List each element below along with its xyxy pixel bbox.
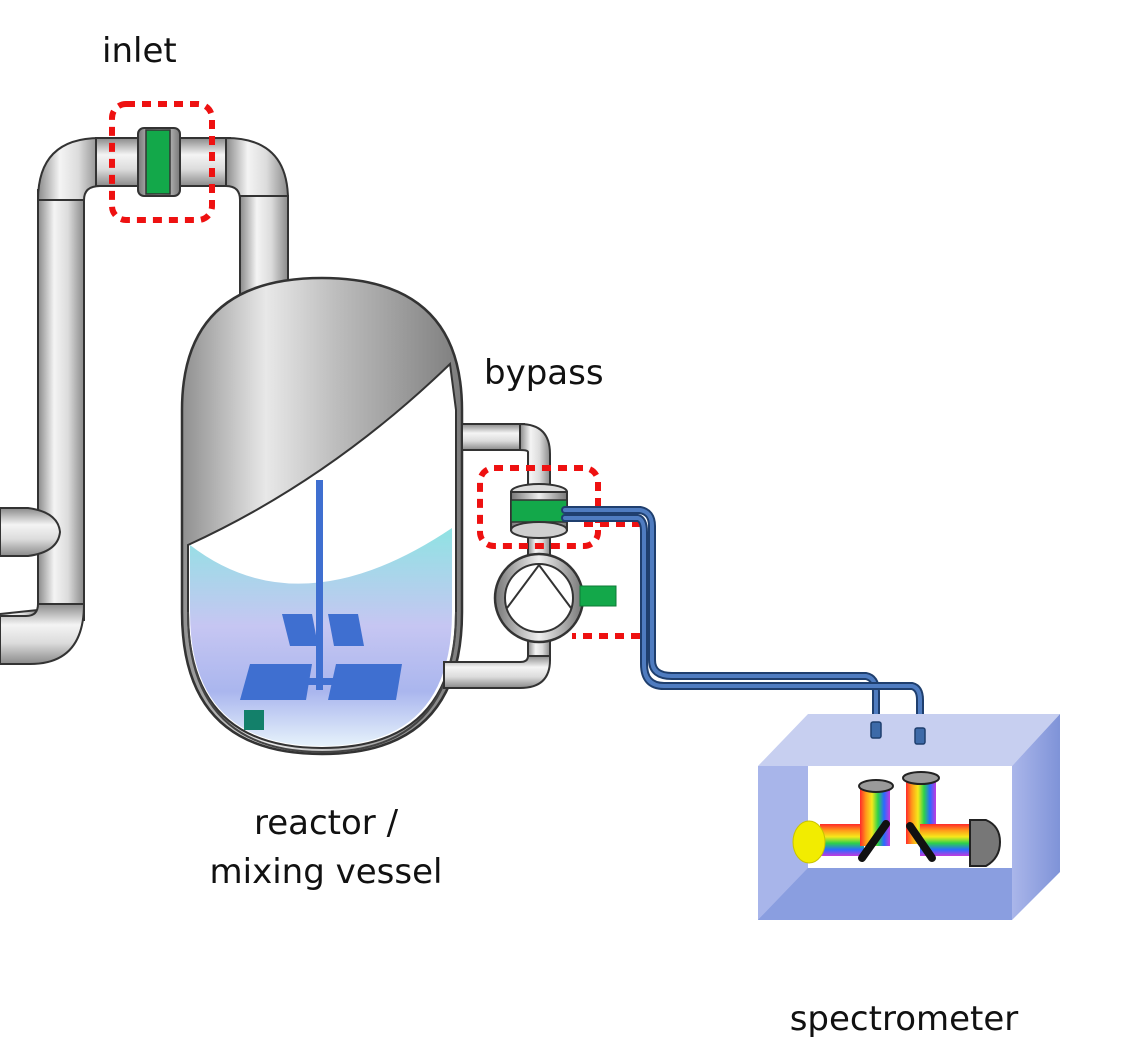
inlet-highlight-box (109, 101, 215, 223)
light-source (792, 820, 826, 864)
spectrometer-label: spectrometer (790, 999, 1019, 1039)
vessel-probe (244, 710, 264, 730)
detector (969, 819, 1002, 867)
spectrometer (758, 714, 1060, 920)
fiber-connector-in (870, 721, 882, 739)
mirror-1 (858, 820, 890, 862)
reactor-label-line1: reactor / (254, 803, 399, 843)
pump-highlight-box (572, 521, 655, 639)
bypass-sensor (510, 483, 568, 539)
pump (493, 552, 617, 644)
fiber-optic-cable (561, 506, 924, 738)
inlet-sensor (137, 127, 181, 197)
inlet-label: inlet (102, 31, 177, 71)
reactor-label-line2: mixing vessel (210, 852, 443, 892)
bypass-label: bypass (484, 353, 604, 393)
mirror-2 (906, 822, 936, 862)
fiber-connector-out (914, 727, 926, 745)
impeller (240, 480, 402, 700)
